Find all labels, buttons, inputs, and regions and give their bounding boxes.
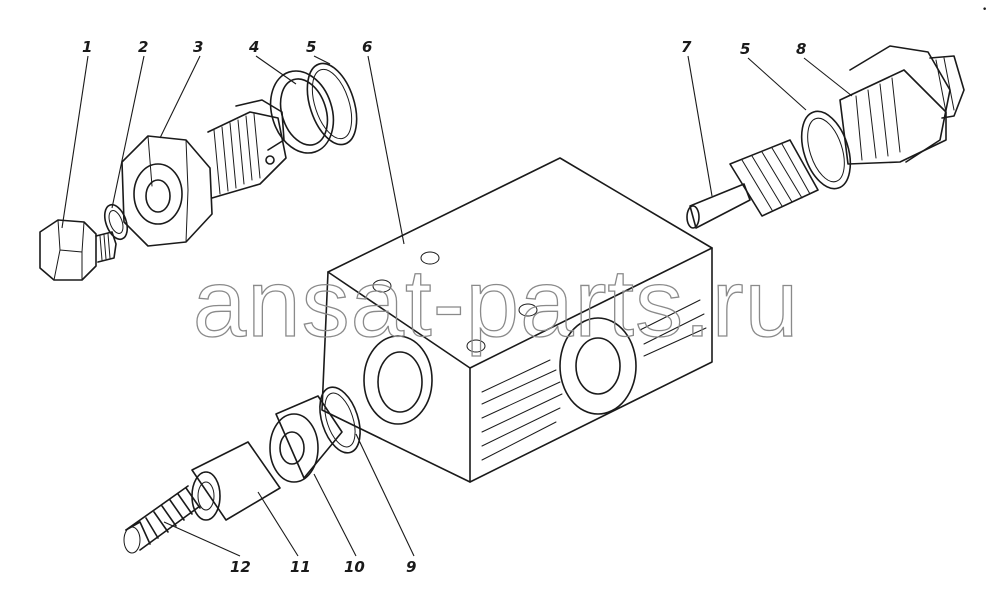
part-3-valve-body-nut [121, 99, 287, 247]
callout-7: 7 [681, 38, 692, 56]
part-1-hex-plug [39, 219, 117, 281]
callout-10: 10 [344, 558, 365, 576]
callout-3: 3 [193, 38, 203, 56]
callout-8: 8 [796, 40, 806, 58]
callout-1: 1 [82, 38, 92, 56]
part-5-retaining-ring-left [306, 62, 358, 146]
part-12-spring [123, 485, 201, 554]
callout-labels: 1 2 3 4 5 6 7 5 8 9 10 11 12 [82, 38, 806, 576]
part-6-valve-block [321, 157, 713, 483]
part-4-seal-ring [269, 70, 335, 154]
callout-4: 4 [248, 38, 259, 56]
leader-lines [61, 55, 853, 557]
part-10-piston [269, 395, 343, 483]
callout-11: 11 [290, 558, 311, 576]
callout-12: 12 [230, 558, 251, 576]
part-7-stem [686, 139, 819, 229]
callout-9: 9 [406, 558, 416, 576]
callout-6: 6 [362, 38, 372, 56]
part-8-fitting [839, 45, 965, 165]
part-2-washer [103, 203, 129, 241]
watermark-text: ansat-parts.ru [193, 250, 799, 357]
callout-5-left: 5 [306, 38, 316, 56]
callout-2: 2 [138, 38, 148, 56]
callout-5-right: 5 [740, 40, 750, 58]
corner-mark: • [982, 5, 987, 15]
part-9-ring [319, 386, 361, 454]
part-11-sleeve [191, 441, 281, 521]
part-5-retaining-ring-right [800, 110, 852, 190]
